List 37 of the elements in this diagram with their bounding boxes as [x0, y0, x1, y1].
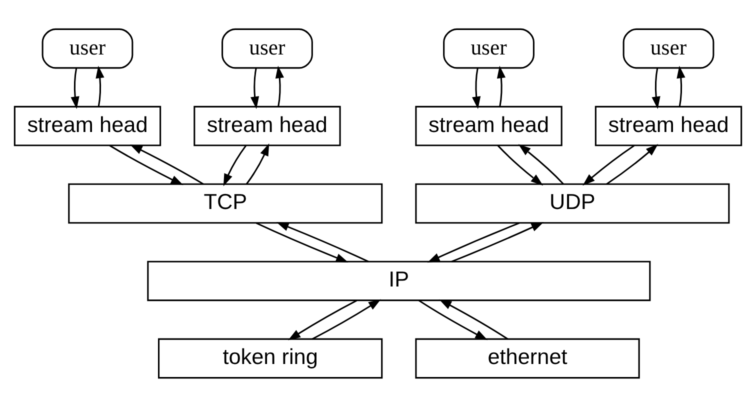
- arrow: [676, 66, 686, 107]
- node-box: ethernet: [415, 338, 640, 379]
- arrow: [312, 299, 381, 340]
- node-box: user: [622, 28, 714, 69]
- node-box: IP: [147, 260, 651, 302]
- node-box: user: [443, 28, 534, 69]
- arrow: [246, 143, 270, 185]
- arrow: [256, 222, 348, 262]
- arrow: [582, 144, 635, 186]
- arrow: [109, 144, 184, 186]
- arrow: [418, 300, 488, 340]
- node-box: TCP: [68, 183, 383, 224]
- arrow: [276, 222, 369, 262]
- node-box: token ring: [158, 338, 383, 379]
- node-box: stream head: [594, 106, 742, 146]
- node-box: user: [222, 28, 313, 69]
- arrow: [497, 145, 544, 186]
- arrow: [439, 299, 508, 340]
- arrow: [496, 66, 506, 107]
- arrow: [250, 68, 260, 109]
- node-box: stream head: [14, 106, 162, 146]
- arrow: [427, 222, 520, 263]
- arrow: [130, 144, 204, 185]
- arrow: [606, 144, 658, 185]
- node-box: UDP: [415, 183, 730, 224]
- arrow: [275, 66, 284, 107]
- node-box: stream head: [194, 106, 341, 146]
- arrow: [96, 66, 104, 107]
- arrow: [223, 145, 247, 186]
- arrow: [288, 300, 358, 340]
- arrow: [472, 68, 481, 109]
- arrow: [451, 222, 544, 262]
- node-box: stream head: [415, 106, 562, 146]
- arrow: [518, 144, 564, 185]
- node-box: user: [42, 28, 134, 69]
- arrow: [652, 68, 660, 109]
- arrow: [70, 68, 80, 109]
